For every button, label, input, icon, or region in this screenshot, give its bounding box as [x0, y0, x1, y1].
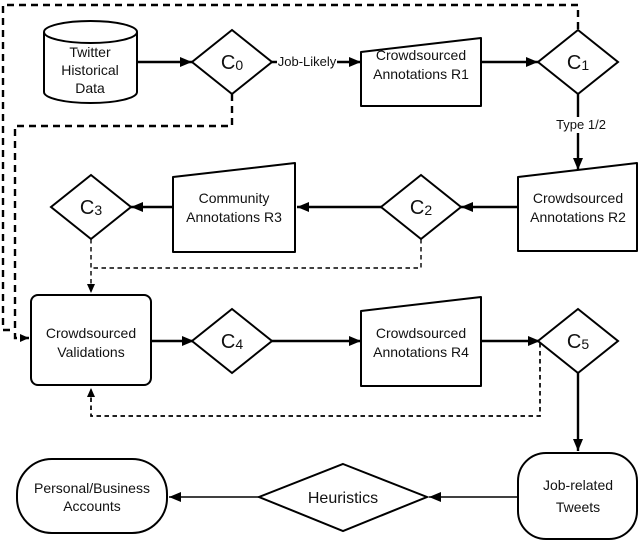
process-rect-shape	[30, 294, 152, 386]
node-label: Historical	[61, 62, 119, 78]
job-likely-label: Job-Likely	[278, 54, 337, 69]
node-decision-c3: C3	[49, 173, 133, 241]
diamond-shape	[256, 462, 430, 533]
node-label: C0	[221, 52, 243, 74]
node-crowdsourced-validations: Crowdsourced Validations	[30, 294, 152, 386]
job-likely-label-bg	[277, 54, 337, 70]
node-crowdsourced-annotations-r1: Crowdsourced Annotations R1	[360, 37, 482, 107]
node-label: Job-related	[543, 477, 613, 493]
node-label: C4	[221, 331, 243, 353]
manual-input-shape	[360, 296, 482, 387]
terminator-shape	[16, 458, 168, 534]
node-label: Accounts	[63, 498, 121, 514]
manual-input-shape	[172, 162, 296, 253]
node-crowdsourced-annotations-r4: Crowdsourced Annotations R4	[360, 296, 482, 387]
node-decision-c1: C1	[536, 28, 620, 96]
terminator-shape	[517, 452, 638, 540]
edge-labels-layer: Job-Likely Type 1/2	[277, 54, 612, 133]
node-label: Crowdsourced	[376, 47, 466, 63]
node-label: Annotations R4	[373, 344, 469, 360]
node-job-related-tweets: Job-related Tweets	[517, 452, 638, 540]
node-label: C5	[567, 331, 589, 353]
node-crowdsourced-annotations-r2: Crowdsourced Annotations R2	[517, 162, 638, 252]
node-decision-c2: C2	[379, 173, 463, 241]
node-community-annotations-r3: Community Annotations R3	[172, 162, 296, 253]
node-label: C1	[567, 52, 589, 74]
node-label: Annotations R3	[186, 209, 282, 225]
database-cylinder-rim	[43, 31, 138, 44]
manual-input-shape	[517, 162, 638, 252]
diamond-shape	[190, 28, 274, 96]
diamond-shape	[190, 307, 274, 375]
node-label: C3	[80, 197, 102, 219]
node-label: Twitter	[69, 44, 111, 60]
node-label: Tweets	[556, 499, 600, 515]
node-label: Annotations R1	[373, 66, 469, 82]
node-decision-c0: C0	[190, 28, 274, 96]
node-decision-c4: C4	[190, 307, 274, 375]
diamond-shape	[536, 28, 620, 96]
diamond-shape	[49, 173, 133, 241]
node-label: Community	[199, 190, 270, 206]
node-label: C2	[410, 197, 432, 219]
type-half-label: Type 1/2	[556, 117, 606, 132]
node-label: Crowdsourced	[376, 325, 466, 341]
node-twitter-historical-data: Twitter Historical Data	[43, 20, 138, 104]
node-decision-c5: C5	[536, 307, 620, 375]
node-label: Annotations R2	[530, 209, 626, 225]
edge-c2-feedback-dashed	[91, 239, 422, 269]
node-label: Data	[75, 80, 105, 96]
node-personal-business-accounts: Personal/Business Accounts	[16, 458, 168, 534]
edge-c5-feedback-dashed	[87, 343, 541, 417]
node-label: Personal/Business	[34, 480, 150, 496]
edges-layer	[1, 3, 583, 502]
type-half-label-bg	[550, 117, 612, 133]
diamond-shape	[536, 307, 620, 375]
node-label: Crowdsourced	[46, 325, 136, 341]
node-label: Heuristics	[308, 490, 378, 507]
node-label: Validations	[57, 344, 124, 360]
manual-input-shape	[360, 37, 482, 107]
diamond-shape	[379, 173, 463, 241]
edge-c1-feedback-dashed	[1, 3, 580, 332]
node-heuristics: Heuristics	[256, 462, 430, 533]
node-label: Crowdsourced	[533, 190, 623, 206]
